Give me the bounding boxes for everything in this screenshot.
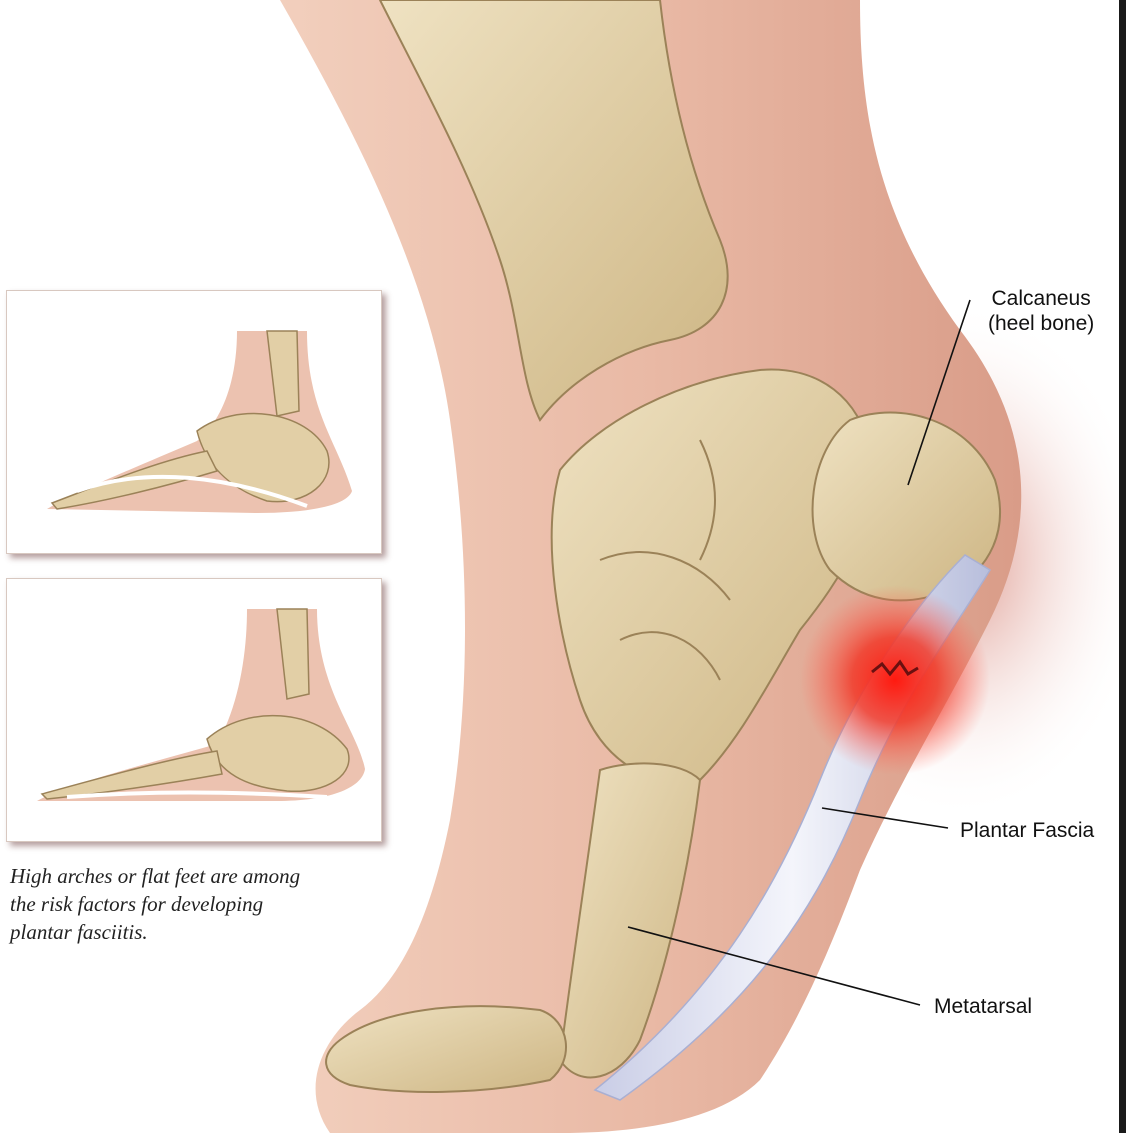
- inflammation-area: [800, 585, 990, 775]
- high-arch-foot-illustration: [7, 291, 381, 553]
- caption-line2: the risk factors for developing: [10, 890, 390, 918]
- flat-foot-inset: [6, 578, 382, 842]
- right-edge-bar: [1119, 0, 1126, 1133]
- calcaneus-label-line2: (heel bone): [988, 311, 1094, 336]
- caption-line1: High arches or flat feet are among: [10, 862, 390, 890]
- flat-foot-illustration: [7, 579, 381, 841]
- caption-line3: plantar fasciitis.: [10, 918, 390, 946]
- high-arch-inset: [6, 290, 382, 554]
- risk-factors-caption: High arches or flat feet are among the r…: [10, 862, 390, 946]
- calcaneus-label-line1: Calcaneus: [988, 286, 1094, 311]
- metatarsal-label: Metatarsal: [934, 994, 1032, 1019]
- plantar-fascia-label: Plantar Fascia: [960, 818, 1094, 843]
- calcaneus-label: Calcaneus (heel bone): [988, 286, 1094, 336]
